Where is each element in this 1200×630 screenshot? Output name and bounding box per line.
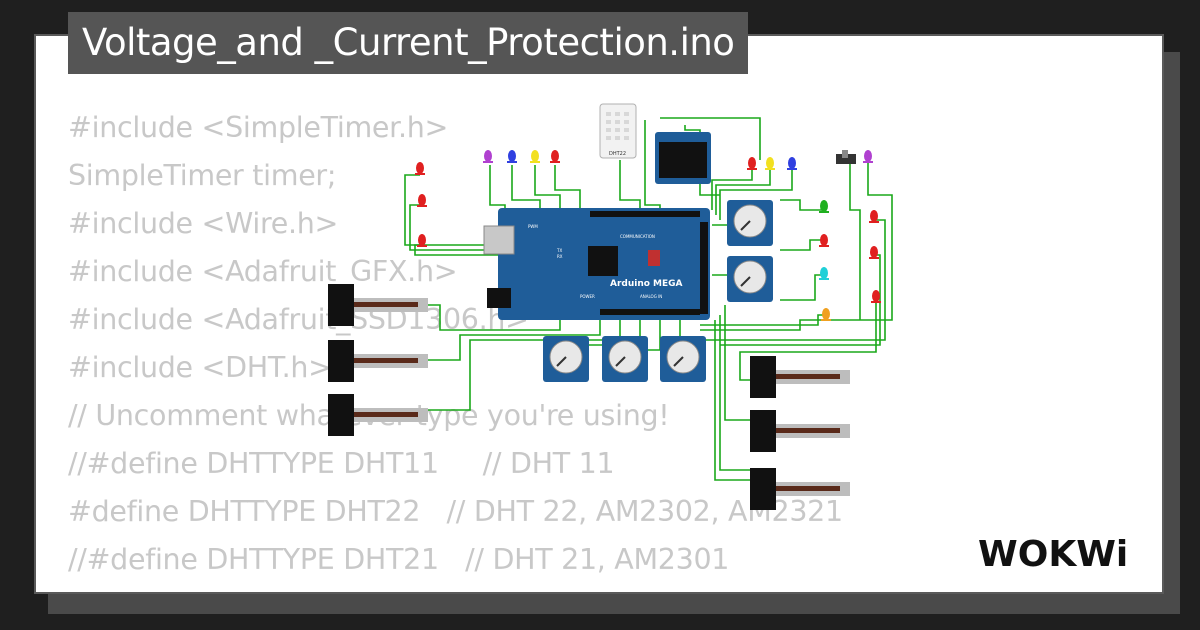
chip <box>588 246 618 276</box>
potentiometer <box>660 336 706 382</box>
code-preview: #include <SimpleTimer.h> SimpleTimer tim… <box>68 104 843 584</box>
slide-potentiometer <box>328 394 428 436</box>
code-line: #include <Wire.h> <box>68 207 339 240</box>
board-comm-label: COMMUNICATION <box>620 234 655 239</box>
led-red <box>871 290 881 303</box>
dht22-sensor: DHT22 <box>599 103 637 159</box>
led-red <box>415 162 425 175</box>
potentiometer <box>727 256 773 302</box>
board-analog-label: ANALOG IN <box>640 294 662 299</box>
preview-area: #include <SimpleTimer.h> SimpleTimer tim… <box>36 36 1162 592</box>
slide-switch <box>836 150 856 164</box>
led-yellow <box>765 157 775 170</box>
board-label: Arduino MEGA <box>610 279 683 289</box>
usb-port <box>483 225 515 255</box>
wokwi-logo-text: WOKWi <box>978 534 1128 575</box>
reset-button <box>648 250 660 266</box>
leds <box>415 150 881 321</box>
led-yellow <box>530 150 540 163</box>
led-orange <box>821 308 831 321</box>
slide-potentiometer <box>328 340 428 382</box>
code-line: //#define DHTTYPE DHT11 // DHT 11 <box>68 447 615 480</box>
led-red <box>417 234 427 247</box>
led-purple <box>863 150 873 163</box>
led-red <box>819 234 829 247</box>
code-line: SimpleTimer timer; <box>68 159 337 192</box>
led-red <box>747 157 757 170</box>
led-red <box>550 150 560 163</box>
led-cyan <box>819 267 829 280</box>
led-red <box>869 210 879 223</box>
led-purple <box>483 150 493 163</box>
code-line: #include <Adafruit_GFX.h> <box>68 255 458 288</box>
board-power-label: POWER <box>580 294 595 299</box>
sensor-label: DHT22 <box>609 151 626 157</box>
slide-potentiometers <box>328 284 850 510</box>
led-green <box>819 200 829 213</box>
potentiometer <box>543 336 589 382</box>
oled-display <box>655 132 711 184</box>
slide-potentiometer <box>750 410 850 452</box>
wokwi-logo: WOKWi <box>978 534 1128 575</box>
project-title: Voltage_and _Current_Protection.ino <box>68 12 749 74</box>
led-blue <box>787 157 797 170</box>
slide-potentiometer <box>750 468 850 510</box>
slide-potentiometer <box>328 284 428 326</box>
arduino-mega-board: Arduino MEGA COMMUNICATION PWM POWER ANA… <box>483 208 710 320</box>
rotary-potentiometers <box>543 200 773 382</box>
led-blue <box>507 150 517 163</box>
code-line: #include <SimpleTimer.h> <box>68 111 449 144</box>
potentiometer <box>602 336 648 382</box>
board-pwm-label: PWM <box>528 224 538 229</box>
led-red <box>417 194 427 207</box>
board-tx-label: TX <box>556 248 562 253</box>
code-line: //#define DHTTYPE DHT21 // DHT 21, AM230… <box>68 543 730 576</box>
potentiometer <box>727 200 773 246</box>
power-jack <box>487 288 511 308</box>
code-line: #include <DHT.h> <box>68 351 332 384</box>
code-line: #define DHTTYPE DHT22 // DHT 22, AM2302,… <box>68 495 843 528</box>
slide-potentiometer <box>750 356 850 398</box>
board-rx-label: RX <box>557 254 563 259</box>
led-red <box>869 246 879 259</box>
